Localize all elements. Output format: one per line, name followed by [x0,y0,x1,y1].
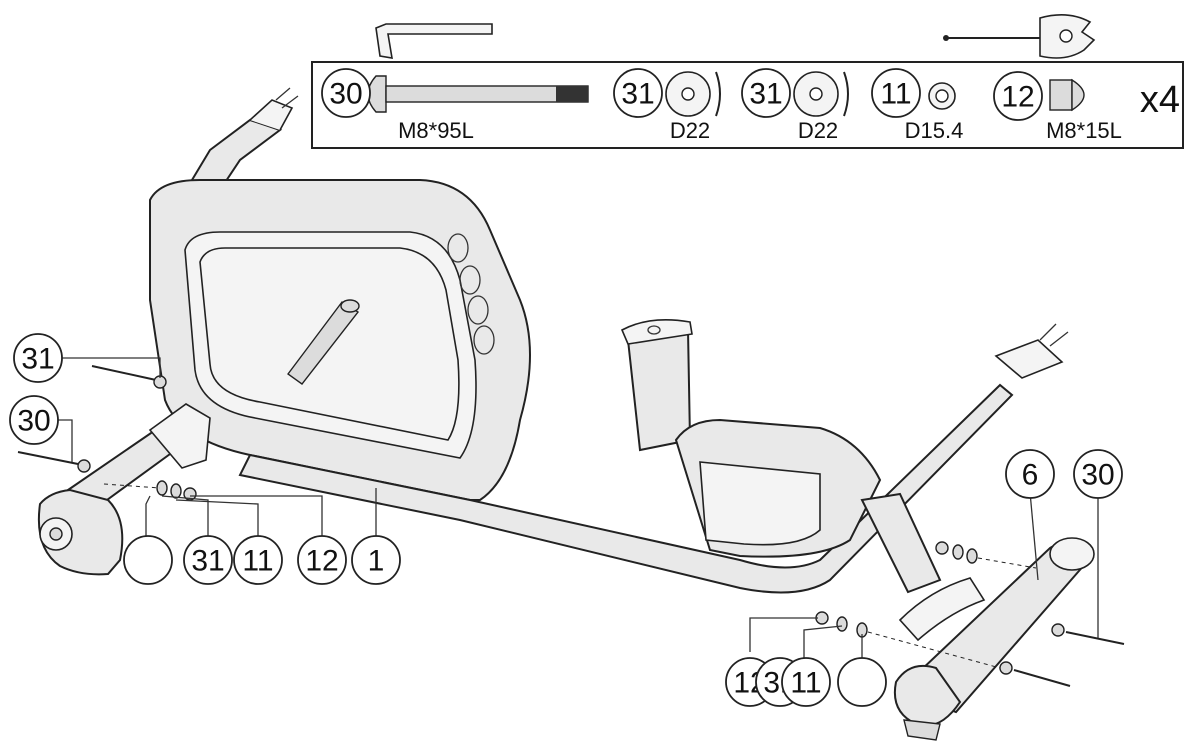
callout-label: 31 [749,78,782,111]
callout-rear-blank [837,657,887,707]
callout-front-stack-11: 11 [233,535,283,585]
callout-front-stack-12: 12 [297,535,347,585]
callout-label: 6 [1022,459,1039,492]
hardware-spec: M8*15L [1046,118,1122,143]
callout-label: 30 [329,78,362,111]
rear-stabilizer [815,537,1125,741]
bike-frame [149,87,1069,642]
callout-hw-12: 12 [993,71,1043,121]
callout-front-bolt: 30 [9,395,59,445]
hardware-item-bolt: 30 M8*95L [321,68,589,143]
callout-label: 31 [621,78,654,111]
callout-label: 11 [242,545,273,578]
callout-frame: 1 [351,535,401,585]
callout-front-stack-31: 31 [183,535,233,585]
callout-label: 12 [1001,81,1034,114]
callout-front-washer: 31 [13,333,63,383]
hardware-spec: D22 [798,118,838,143]
quantity-label: x4 [1140,79,1180,121]
callout-label: 30 [17,405,50,438]
callout-hw-30: 30 [321,68,371,118]
callout-label: 1 [368,545,385,578]
callout-front-blank [123,535,173,585]
hardware-item-washer-a: 31 D22 [613,68,721,143]
hardware-spec: D15.4 [905,118,964,143]
hardware-spec: M8*95L [398,118,474,143]
callout-label: 31 [191,545,224,578]
hardware-item-cap-nut: 12 M8*15L [993,71,1122,143]
hardware-box: 30 M8*95L 31 D22 31 D22 [311,61,1184,149]
main-beam [238,383,1014,594]
callout-hw-11: 11 [871,68,921,118]
callout-label: 12 [305,545,338,578]
callout-rear-stabilizer: 6 [1005,449,1055,499]
hardware-spec: D22 [670,118,710,143]
leader-lines [58,357,1099,660]
callout-rear-bolt: 30 [1073,449,1123,499]
callout-hw-31a: 31 [613,68,663,118]
callout-label: 30 [1081,459,1114,492]
front-stabilizer [17,365,211,576]
hardware-item-lock-washer: 11 D15.4 [871,68,964,143]
hardware-item-washer-b: 31 D22 [741,68,849,143]
callout-label: 11 [880,78,911,111]
crank-axle [287,301,360,385]
callout-label: 11 [790,667,821,700]
combination-wrench-icon [943,14,1096,59]
callout-rear-stack-11: 11 [781,657,831,707]
allen-key-icon [375,23,493,59]
callout-label: 31 [21,343,54,376]
callout-hw-31b: 31 [741,68,791,118]
seat-post [626,328,692,452]
